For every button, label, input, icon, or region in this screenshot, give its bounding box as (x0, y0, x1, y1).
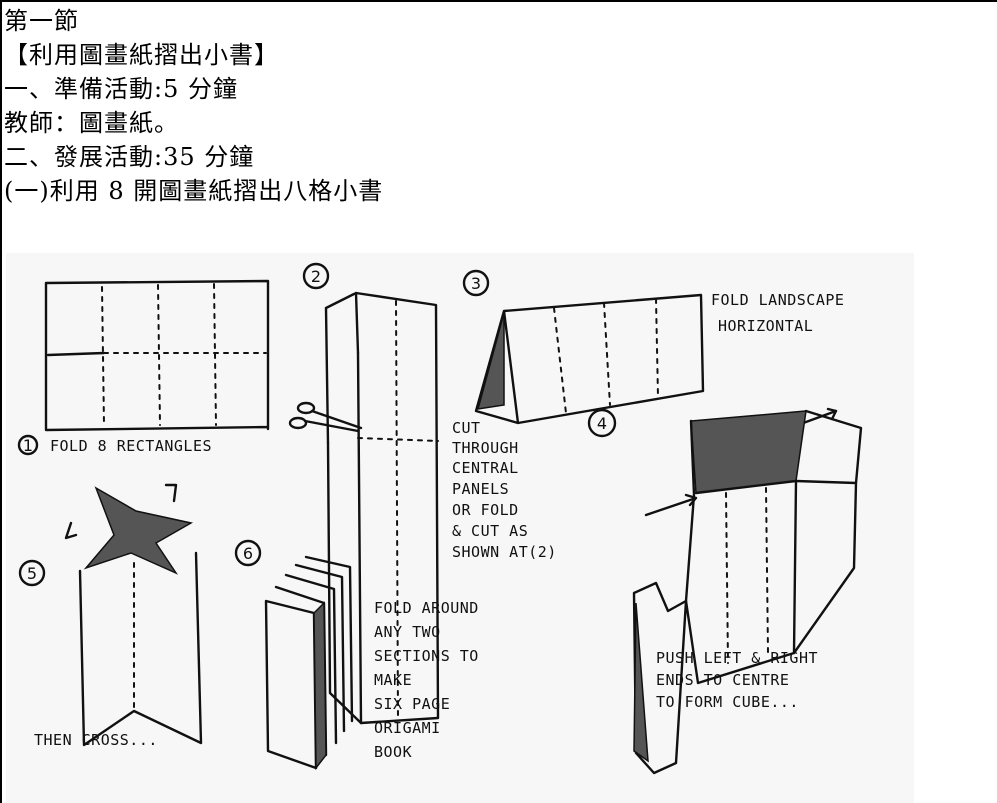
step1-number-circle (17, 434, 39, 456)
step6-caption-line-6: ORIGAMI (374, 719, 441, 737)
step4-caption-line-1: PUSH LEFT & RIGHT (656, 649, 818, 667)
step4-caption-line-2: ENDS TO CENTRE (656, 671, 789, 689)
scissors-icon (288, 401, 363, 433)
step5-number-circle (18, 559, 46, 587)
preparation-activity: 一、準備活動:5 分鐘 (4, 75, 238, 103)
sketch-canvas: 1 FOLD 8 RECTANGLES 2 CUT THROUGH CENTRA… (17, 262, 863, 775)
cut-instruction-note: CUT THROUGH CENTRAL PANELS OR FOLD & CUT… (452, 419, 557, 561)
cut-note-line-7: SHOWN AT(2) (452, 543, 557, 561)
activity-title: 【利用圖畫紙摺出小書】 (4, 41, 279, 69)
step3-number: 3 (471, 274, 481, 293)
step6-caption-line-3: SECTIONS TO (374, 647, 479, 665)
step6-caption-line-7: BOOK (374, 743, 412, 761)
step6-caption-line-5: SIX PAGE (374, 695, 450, 713)
step5-number: 5 (27, 564, 37, 583)
step1-caption: FOLD 8 RECTANGLES (50, 437, 212, 455)
step5-drawing: 5 THEN CROSS... (18, 483, 203, 749)
step6-number: 6 (243, 544, 253, 563)
cut-note-line-4: PANELS (452, 480, 509, 498)
step2-number: 2 (311, 267, 321, 286)
step6-drawing: 6 FOLD AROUND ANY TWO SECTIONS TO MAKE S… (234, 539, 479, 771)
step4-drawing: 4 PUSH LEFT & RIGHT ENDS TO CENTRE TO FO… (587, 407, 863, 775)
cut-note-line-6: & CUT AS (452, 522, 528, 540)
cut-note-line-1: CUT (452, 419, 481, 437)
step2-number-circle (302, 262, 330, 290)
cut-note-line-2: THROUGH (452, 439, 519, 457)
step1-drawing: 1 FOLD 8 RECTANGLES (17, 279, 270, 456)
step1-number: 1 (23, 436, 33, 455)
step3-number-circle (462, 269, 490, 297)
step3-caption-line-2: HORIZONTAL (718, 317, 813, 335)
step4-number: 4 (597, 414, 607, 433)
step6-caption-line-4: MAKE (374, 671, 412, 689)
step4-number-circle (587, 408, 617, 438)
section-heading: 第一節 (4, 7, 79, 35)
step5-caption: THEN CROSS... (34, 731, 158, 749)
step6-caption-line-1: FOLD AROUND (374, 599, 479, 617)
step3-drawing: 3 FOLD LANDSCAPE HORIZONTAL (462, 269, 844, 425)
cut-note-line-5: OR FOLD (452, 501, 519, 519)
step3-caption-line-1: FOLD LANDSCAPE (711, 291, 844, 309)
teacher-materials: 教師：圖畫紙。 (4, 109, 179, 137)
step6-number-circle (234, 539, 262, 567)
cut-note-line-3: CENTRAL (452, 459, 519, 477)
step6-caption-line-2: ANY TWO (374, 623, 441, 641)
lesson-text: 第一節 【利用圖畫紙摺出小書】 一、準備活動:5 分鐘 教師：圖畫紙。 二、發展… (4, 4, 383, 208)
step2-drawing: 2 CUT THROUGH CENTRAL PANELS OR FOLD & C… (288, 262, 557, 725)
step-one-instruction: (一)利用 8 開圖畫紙摺出八格小書 (4, 177, 384, 205)
step4-caption-line-3: TO FORM CUBE... (656, 693, 799, 711)
folding-instructions-sketch: 1 FOLD 8 RECTANGLES 2 CUT THROUGH CENTRA… (6, 253, 914, 803)
development-activity: 二、發展活動:35 分鐘 (4, 143, 255, 171)
